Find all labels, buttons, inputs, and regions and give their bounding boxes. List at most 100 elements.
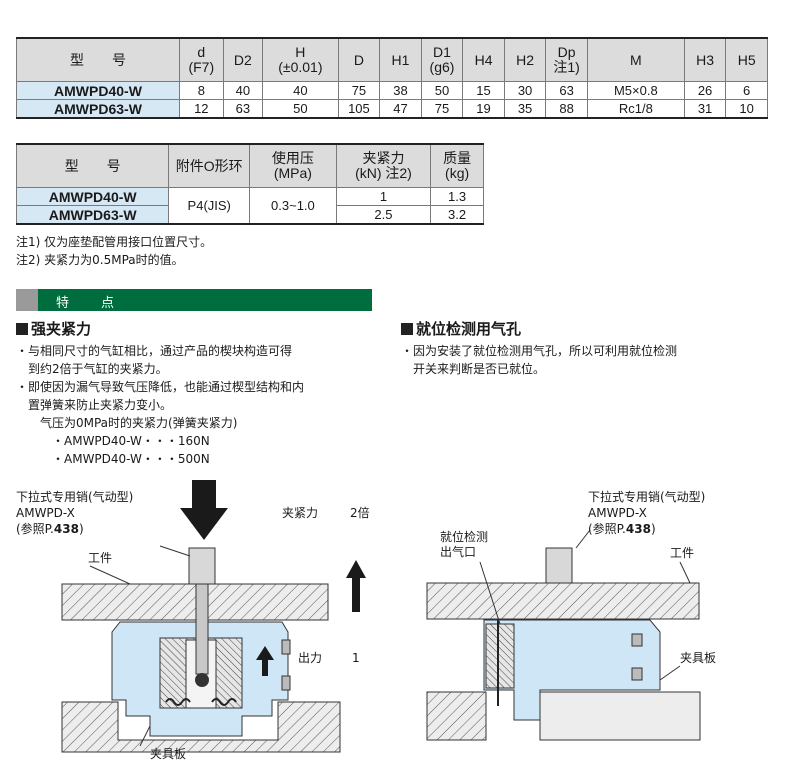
left-workpiece	[61, 583, 329, 621]
header-pressure: 使用压 (MPa)	[249, 143, 337, 188]
right-fixture-label: 夹具板	[680, 651, 717, 665]
table-cell: 3.2	[430, 205, 484, 225]
left-line: ・即使因为漏气导致气压降低，也能通过楔型结构和内	[16, 380, 305, 394]
table-cell: 10	[725, 99, 768, 119]
right-heading-text: 就位检测用气孔	[416, 320, 522, 338]
clamp-down-arrow-icon	[180, 480, 228, 540]
right-body-section	[485, 623, 515, 689]
header-d1: D1 (g6)	[420, 37, 464, 82]
header-h-text: H (±0.01)	[278, 44, 323, 75]
header-h1: H1	[379, 37, 422, 82]
left-pin-head	[188, 547, 216, 585]
square-bullet-icon	[16, 323, 28, 335]
left-screw-icon	[281, 675, 291, 691]
header-d: d (F7)	[178, 37, 224, 82]
left-spring-icon	[211, 698, 237, 706]
table-row: AMWPD63-W 12 63 50 105 47 75 19 35 88 Rc…	[16, 99, 768, 119]
right-pin-model: AMWPD-X	[588, 506, 647, 520]
clamp-force-value: 2倍	[350, 506, 370, 520]
header-dp-text: Dp 注1)	[553, 44, 580, 75]
table-cell: 31	[683, 99, 727, 119]
left-pin-ref: (参照P.438)	[16, 522, 84, 537]
header-oring: 附件O形环	[168, 143, 251, 188]
right-fixture-leader	[659, 665, 681, 681]
left-screw-icon	[281, 639, 291, 655]
left-paragraph: ・与相同尺寸的气缸相比，通过产品的楔块构造可得 到约2倍于气缸的夹紧力。 ・即使…	[16, 342, 396, 468]
oring-cell: P4(JIS)	[168, 187, 251, 225]
right-pin-ref-prefix: (参照P.	[588, 522, 626, 536]
detect-label-1: 就位检测	[440, 530, 489, 544]
table-row: AMWPD40-W P4(JIS) 0.3~1.0 1 1.3	[15, 187, 484, 225]
left-line: ・AMWPD40-W・・・160N	[16, 434, 210, 448]
table-cell: 15	[462, 81, 505, 100]
table-cell: 63	[222, 99, 264, 119]
left-line: 到约2倍于气缸的夹紧力。	[16, 362, 168, 376]
right-pin-leader	[575, 529, 591, 549]
table-cell: 38	[379, 81, 422, 100]
left-pin-ref-suffix: )	[78, 522, 84, 536]
model-cell: AMWPD40-W	[15, 187, 170, 206]
left-workpiece-label: 工件	[88, 551, 113, 565]
specs-header-row: 型 号 d (F7) D2 H (±0.01) D H1 D1 (g6) H4 …	[16, 37, 768, 82]
header-clamp-text: 夹紧力 (kN) 注2)	[355, 150, 412, 181]
left-line: 气压为0MPa时的夹紧力(弹簧夹紧力)	[16, 416, 238, 430]
header-mass-text: 质量 (kg)	[443, 150, 472, 181]
table-cell: 88	[545, 99, 588, 119]
right-screw-icon	[631, 667, 643, 681]
left-pin-ref-prefix: (参照P.	[16, 522, 54, 536]
left-pin-ball	[195, 673, 209, 687]
header-dp: Dp 注1)	[545, 37, 588, 82]
left-line: ・AMWPD40-W・・・500N	[16, 452, 210, 466]
features-bar-marker	[16, 289, 38, 311]
left-fixture-plate	[61, 701, 341, 753]
left-fixture-label: 夹具板	[150, 747, 187, 761]
right-line: ・因为安装了就位检测用气孔，所以可利用就位检测	[401, 344, 678, 358]
pin-leader	[159, 545, 191, 557]
left-diagram	[61, 480, 366, 753]
output-label: 出力	[298, 651, 323, 665]
right-pin-label: 下拉式专用销(气动型)	[588, 490, 706, 504]
header-model: 型 号	[15, 143, 170, 188]
right-diagram	[426, 529, 701, 741]
square-bullet-icon	[401, 323, 413, 335]
fixture-leader	[139, 725, 151, 747]
right-fixture-plate	[539, 691, 701, 741]
header-pressure-text: 使用压 (MPa)	[271, 150, 314, 181]
right-fixture-left	[426, 691, 487, 741]
workpiece-leader	[89, 565, 131, 585]
right-pin-ref-suffix: )	[650, 522, 656, 536]
header-d1-text: D1 (g6)	[429, 44, 455, 75]
table-cell: 30	[503, 81, 547, 100]
left-heading-text: 强夹紧力	[31, 320, 92, 338]
model-cell: AMWPD40-W	[16, 81, 180, 100]
clamp-up-arrow-icon	[346, 560, 366, 612]
table-cell: 6	[725, 81, 768, 100]
right-pin-ref-page: 438	[625, 522, 651, 536]
left-pin-model: AMWPD-X	[16, 506, 75, 520]
specs2-header-row: 型 号 附件O形环 使用压 (MPa) 夹紧力 (kN) 注2) 质量 (kg)	[15, 143, 484, 188]
table-cell: M5×0.8	[586, 81, 685, 100]
right-workpiece-label: 工件	[670, 546, 695, 560]
model-cell: AMWPD63-W	[16, 99, 180, 119]
header-h: H (±0.01)	[262, 37, 339, 82]
right-paragraph: ・因为安装了就位检测用气孔，所以可利用就位检测 开关来判断是否已就位。	[401, 342, 781, 378]
header-m: M	[586, 37, 685, 82]
table-cell: 40	[222, 81, 264, 100]
note-2: 注2) 夹紧力为0.5MPa时的值。	[16, 253, 184, 267]
left-line: 置弹簧来防止夹紧力变小。	[16, 398, 173, 412]
output-value: 1	[352, 651, 360, 665]
header-h5: H5	[725, 37, 768, 82]
features-title: 特 点	[56, 296, 117, 311]
right-heading: 就位检测用气孔	[401, 318, 521, 339]
left-pin-label: 下拉式专用销(气动型)	[16, 490, 134, 504]
table-cell: 50	[420, 81, 464, 100]
table-cell: 1.3	[430, 187, 484, 206]
table-cell: 1	[335, 187, 432, 206]
features-bar: 特 点	[16, 289, 372, 311]
header-d2: D2	[222, 37, 264, 82]
left-pin-shaft	[195, 583, 209, 675]
left-pin-ref-page: 438	[53, 522, 79, 536]
right-workpiece-leader	[679, 561, 691, 584]
table-cell: 40	[262, 81, 339, 100]
